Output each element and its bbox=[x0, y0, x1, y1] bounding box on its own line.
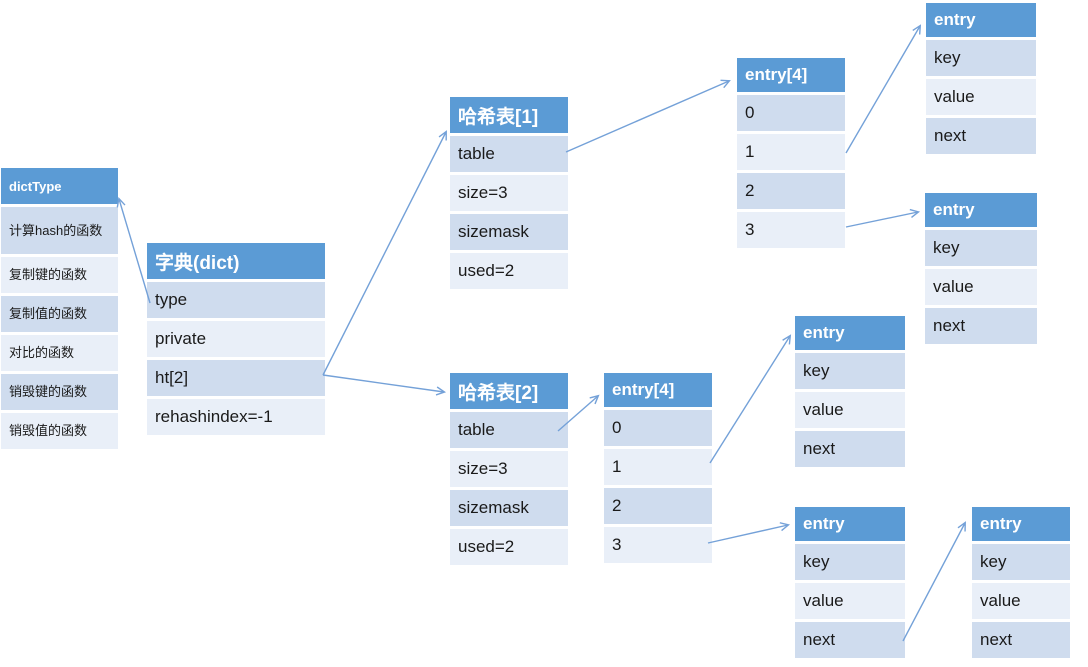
entry-d-header: entry bbox=[795, 507, 905, 541]
entry-c-header: entry bbox=[795, 316, 905, 350]
table-row: sizemask bbox=[450, 490, 568, 526]
table-row: rehashindex=-1 bbox=[147, 399, 325, 435]
dict-header: 字典(dict) bbox=[147, 243, 325, 279]
hashtable2-header: 哈希表[2] bbox=[450, 373, 568, 409]
table-row: 0 bbox=[604, 410, 712, 446]
table-entry-b: entry key value next bbox=[925, 193, 1037, 344]
arrow-slot1-to-entry-a bbox=[845, 24, 922, 154]
table-row: next bbox=[926, 118, 1036, 154]
table-row: 销毁值的函数 bbox=[1, 413, 118, 449]
table-row: type bbox=[147, 282, 325, 318]
arrow-slot1-to-entry-c bbox=[709, 334, 792, 464]
table-dicttype: dictType 计算hash的函数 复制键的函数 复制值的函数 对比的函数 销… bbox=[1, 168, 118, 449]
table-entry-e: entry key value next bbox=[972, 507, 1070, 658]
table-row: size=3 bbox=[450, 451, 568, 487]
table-row: 3 bbox=[737, 212, 845, 248]
table-row: key bbox=[795, 353, 905, 389]
arrow-ht2-to-hashtable2 bbox=[322, 374, 447, 396]
table-row: 复制键的函数 bbox=[1, 257, 118, 293]
table-entry4-top: entry[4] 0 1 2 3 bbox=[737, 58, 845, 248]
arrow-slot3-to-entry-d bbox=[707, 522, 791, 544]
table-row: 0 bbox=[737, 95, 845, 131]
table-entry-c: entry key value next bbox=[795, 316, 905, 467]
table-row: 2 bbox=[604, 488, 712, 524]
table-row: ht[2] bbox=[147, 360, 325, 396]
table-row: next bbox=[972, 622, 1070, 658]
table-row: value bbox=[972, 583, 1070, 619]
table-row: table bbox=[450, 412, 568, 448]
table-row: value bbox=[925, 269, 1037, 305]
arrow-slot3-to-entry-b bbox=[845, 208, 921, 228]
arrow-ht2-to-hashtable1 bbox=[322, 130, 447, 376]
table-row: key bbox=[926, 40, 1036, 76]
table-row: 3 bbox=[604, 527, 712, 563]
table-row: next bbox=[795, 622, 905, 658]
arrow-table1-to-entry4-top bbox=[565, 79, 731, 153]
table-row: table bbox=[450, 136, 568, 172]
table-hashtable2: 哈希表[2] table size=3 sizemask used=2 bbox=[450, 373, 568, 565]
table-row: used=2 bbox=[450, 253, 568, 289]
table-row: size=3 bbox=[450, 175, 568, 211]
table-row: value bbox=[795, 392, 905, 428]
arrow-next-to-entry-e bbox=[902, 521, 966, 642]
table-dict: 字典(dict) type private ht[2] rehashindex=… bbox=[147, 243, 325, 435]
table-row: value bbox=[795, 583, 905, 619]
table-row: key bbox=[795, 544, 905, 580]
table-row: next bbox=[795, 431, 905, 467]
table-row: key bbox=[925, 230, 1037, 266]
entry4-top-header: entry[4] bbox=[737, 58, 845, 92]
table-row: next bbox=[925, 308, 1037, 344]
table-hashtable1: 哈希表[1] table size=3 sizemask used=2 bbox=[450, 97, 568, 289]
table-row: 计算hash的函数 bbox=[1, 207, 118, 254]
table-row: used=2 bbox=[450, 529, 568, 565]
table-row: 对比的函数 bbox=[1, 335, 118, 371]
table-row: 销毁键的函数 bbox=[1, 374, 118, 410]
table-row: 复制值的函数 bbox=[1, 296, 118, 332]
table-entry-a: entry key value next bbox=[926, 3, 1036, 154]
table-row: 1 bbox=[604, 449, 712, 485]
table-row: private bbox=[147, 321, 325, 357]
hashtable1-header: 哈希表[1] bbox=[450, 97, 568, 133]
table-entry4-bottom: entry[4] 0 1 2 3 bbox=[604, 373, 712, 563]
table-row: key bbox=[972, 544, 1070, 580]
entry4-bottom-header: entry[4] bbox=[604, 373, 712, 407]
entry-a-header: entry bbox=[926, 3, 1036, 37]
arrow-type-to-dicttype bbox=[116, 197, 151, 304]
table-row: 1 bbox=[737, 134, 845, 170]
table-row: sizemask bbox=[450, 214, 568, 250]
table-row: 2 bbox=[737, 173, 845, 209]
entry-b-header: entry bbox=[925, 193, 1037, 227]
entry-e-header: entry bbox=[972, 507, 1070, 541]
dicttype-header: dictType bbox=[1, 168, 118, 204]
table-row: value bbox=[926, 79, 1036, 115]
table-entry-d: entry key value next bbox=[795, 507, 905, 658]
